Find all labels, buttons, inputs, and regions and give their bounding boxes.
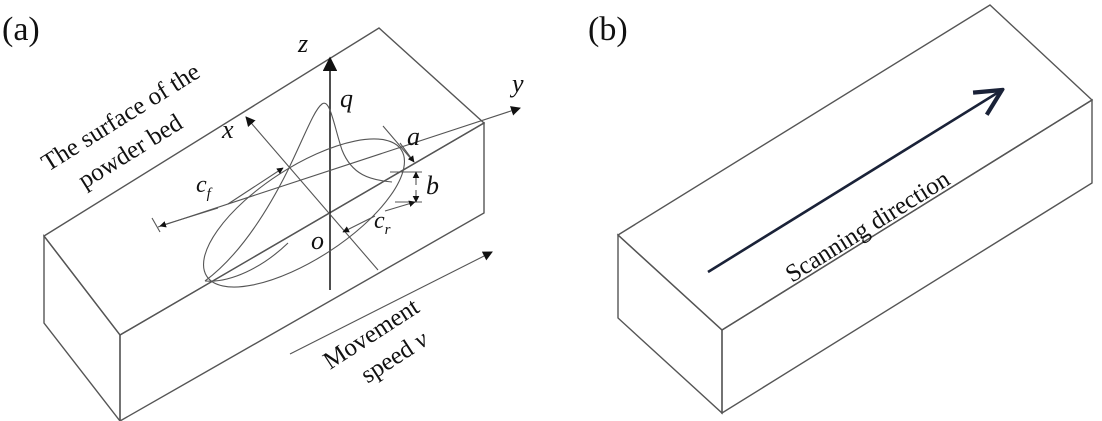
dim-cf-arrow-left	[159, 207, 219, 228]
heat-flux-label: q	[340, 84, 353, 113]
panel-a-label: (a)	[2, 11, 40, 48]
x-axis-label: x	[221, 115, 234, 144]
dim-a-extension	[382, 125, 413, 161]
dim-cr-arrow-right	[384, 200, 416, 212]
y-axis-label: y	[509, 69, 524, 98]
scan-block-front-face	[721, 98, 1093, 415]
z-axis-label: z	[297, 29, 308, 58]
dim-cf-label: cf	[196, 172, 213, 202]
scan-block-left-face	[617, 233, 723, 415]
surface-label: The surface of the powder bed	[37, 58, 205, 194]
scan-block	[616, 4, 1094, 415]
block-front-face	[119, 121, 485, 421]
dim-cf-tick	[151, 217, 161, 233]
heat-flux-curve	[204, 102, 393, 282]
scanning-direction-arrow	[707, 90, 1002, 274]
x-axis-arrow	[245, 116, 379, 271]
scan-block-top-face	[616, 4, 1094, 331]
dim-b-label: b	[426, 171, 439, 200]
dim-cr-label: cr	[374, 208, 391, 238]
powder-bed-block	[42, 27, 486, 421]
dim-cr-arrow-left	[342, 215, 376, 233]
scanning-direction-label: Scanning direction	[781, 165, 955, 288]
dim-cf-arrow-right	[227, 167, 284, 205]
panel-b-label: (b)	[588, 11, 628, 48]
dim-a-arrow	[399, 142, 415, 163]
scanning-direction-label-group: Scanning direction	[781, 165, 955, 288]
origin-label: o	[311, 226, 324, 255]
movement-arrow	[289, 251, 493, 355]
movement-label: Movement speed v	[319, 293, 434, 388]
heat-flux-tail	[204, 242, 289, 282]
y-axis-arrow	[157, 106, 521, 228]
block-left-face	[43, 233, 121, 421]
dim-a-label: a	[407, 122, 420, 151]
heat-source-ellipse	[202, 138, 406, 288]
